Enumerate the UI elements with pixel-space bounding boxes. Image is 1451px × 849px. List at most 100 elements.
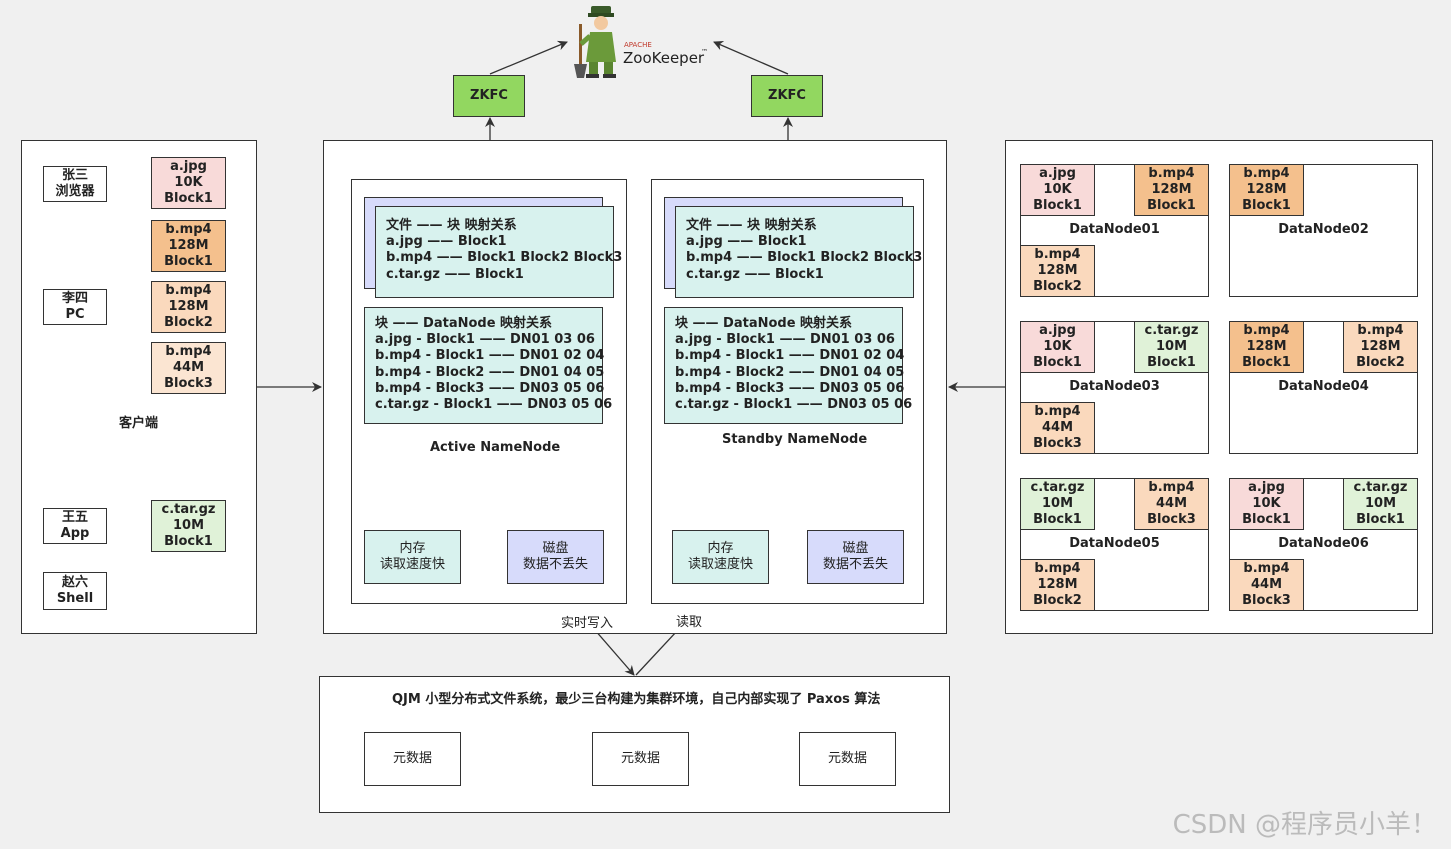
block-size: 128M	[168, 238, 209, 253]
block-id: Block1	[164, 191, 213, 206]
block-id: Block3	[164, 376, 213, 391]
map-line: a.jpg —— Block1	[686, 234, 807, 250]
qjm-meta: 元数据	[799, 732, 896, 786]
block-size: 128M	[1246, 339, 1287, 354]
map-line: b.mp4 - Block1 —— DN01 02 04	[675, 348, 905, 364]
user-line2: App	[60, 526, 90, 541]
standby-mem: 内存读取速度快	[672, 530, 769, 584]
block-size: 44M	[1041, 420, 1074, 435]
block-block: Block1	[1033, 198, 1082, 213]
active-mem: 内存读取速度快	[364, 530, 461, 584]
standby-title: Standby NameNode	[722, 432, 868, 447]
block-size: 44M	[1250, 577, 1283, 592]
block-size: 10K	[1252, 496, 1281, 511]
mem-line1: 内存	[707, 541, 734, 556]
apache-label: APACHE	[624, 41, 652, 49]
block-file: b.mp4	[165, 222, 212, 237]
block-file: b.mp4	[1243, 323, 1290, 338]
block-block: Block1	[1147, 355, 1196, 370]
zookeeper-label: ZooKeeper	[623, 49, 705, 67]
map-line: c.tar.gz - Block1 —— DN03 05 06	[375, 397, 613, 413]
map-line: b.mp4 - Block2 —— DN01 04 05	[375, 364, 605, 380]
block-block: Block1	[1033, 355, 1082, 370]
active-disk: 磁盘数据不丢失	[507, 530, 604, 584]
block-file: c.tar.gz	[161, 502, 216, 517]
block-block: Block1	[1356, 512, 1405, 527]
read-label: 读取	[676, 615, 703, 630]
block-file: b.mp4	[1243, 561, 1290, 576]
zkfc-right: ZKFC	[751, 75, 823, 117]
map-line: b.mp4 - Block1 —— DN01 02 04	[375, 348, 605, 364]
block-block: Block1	[1033, 512, 1082, 527]
user-line2: 浏览器	[55, 184, 95, 199]
user-line1: 王五	[61, 510, 88, 525]
map-line: b.mp4 —— Block1 Block2 Block3	[686, 250, 923, 266]
block-size: 10M	[1041, 496, 1074, 511]
block-file: a.jpg	[1039, 166, 1076, 181]
user-line2: Shell	[56, 591, 94, 606]
tm-label: ™	[701, 48, 708, 56]
block-file: a.jpg	[1248, 480, 1285, 495]
active-file-map: 文件 —— 块 映射关系 a.jpg —— Block1 b.mp4 —— Bl…	[375, 206, 622, 298]
user-line1: 张三	[61, 168, 88, 183]
block-file: b.mp4	[1243, 166, 1290, 181]
block-size: 128M	[1246, 182, 1287, 197]
disk-line1: 磁盘	[542, 541, 569, 556]
block-size: 10M	[1364, 496, 1397, 511]
block-size: 10M	[172, 518, 205, 533]
block-file: a.jpg	[1039, 323, 1076, 338]
map-line: a.jpg —— Block1	[386, 234, 507, 250]
qjm-title: QJM 小型分布式文件系统，最少三台构建为集群环境，自己内部实现了 Paxos …	[392, 692, 881, 707]
block-file: b.mp4	[165, 283, 212, 298]
block-block: Block1	[1147, 198, 1196, 213]
block-file: c.tar.gz	[1353, 480, 1408, 495]
block-file: b.mp4	[1148, 480, 1195, 495]
block-block: Block3	[1242, 593, 1291, 608]
map-line: 文件 —— 块 映射关系	[686, 218, 817, 233]
client-label: 客户端	[119, 416, 159, 431]
user-line1: 李四	[61, 291, 88, 306]
map-line: c.tar.gz —— Block1	[386, 266, 524, 282]
datanode-name: DataNode03	[1069, 379, 1160, 394]
block-file: b.mp4	[1034, 247, 1081, 262]
datanode-name: DataNode01	[1069, 222, 1160, 237]
datanode-name: DataNode04	[1278, 379, 1369, 394]
block-block: Block2	[1356, 355, 1405, 370]
map-line: a.jpg - Block1 —— DN01 03 06	[675, 332, 895, 348]
meta-label: 元数据	[827, 751, 867, 766]
block-size: 128M	[1151, 182, 1192, 197]
map-line: 文件 —— 块 映射关系	[386, 218, 517, 233]
user-line2: PC	[65, 307, 85, 322]
map-line: b.mp4 - Block2 —— DN01 04 05	[675, 364, 905, 380]
mem-line2: 读取速度快	[379, 557, 445, 572]
block-file: b.mp4	[1148, 166, 1195, 181]
map-line: a.jpg - Block1 —— DN01 03 06	[375, 332, 595, 348]
user-line1: 赵六	[61, 575, 88, 590]
zookeeper-keeper-icon	[574, 6, 616, 78]
block-block: Block2	[1033, 593, 1082, 608]
block-size: 128M	[1037, 263, 1078, 278]
map-line: b.mp4 - Block3 —— DN03 05 06	[675, 380, 905, 396]
meta-label: 元数据	[392, 751, 432, 766]
disk-line1: 磁盘	[842, 541, 869, 556]
map-line: b.mp4 - Block3 —— DN03 05 06	[375, 380, 605, 396]
arrow-zkfc-right-to-zk	[713, 40, 789, 75]
mem-line1: 内存	[399, 541, 426, 556]
block-file: b.mp4	[1034, 404, 1081, 419]
block-size: 10M	[1155, 339, 1188, 354]
